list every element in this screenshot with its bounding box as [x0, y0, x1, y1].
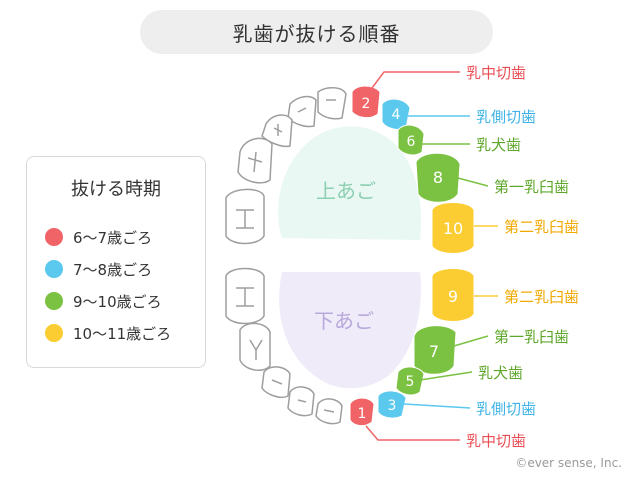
- tooth-mark: [297, 107, 307, 113]
- tooth-number: 1: [358, 406, 367, 422]
- tooth-number: 5: [406, 374, 415, 390]
- upper-jaw-label: 上あご: [316, 179, 376, 203]
- title-banner: 乳歯が抜ける順番: [140, 10, 493, 54]
- legend-item-6-7: 6～7歳ごろ: [45, 225, 152, 249]
- tooth-name-label: 乳中切歯: [466, 64, 526, 82]
- upper-central-incisor: [351, 85, 381, 119]
- upper-first-molar: [415, 152, 461, 203]
- tooth-name-label: 乳犬歯: [476, 136, 521, 154]
- tooth-name-label: 第一乳臼歯: [494, 178, 569, 196]
- legend-swatch: [45, 260, 63, 278]
- tooth-name-label: 第一乳臼歯: [494, 328, 569, 346]
- lower-lateral-incisor: [377, 390, 407, 419]
- legend-item-9-10: 9～10歳ごろ: [45, 289, 162, 313]
- tooth-number: 6: [407, 134, 416, 150]
- tooth-mark: [297, 399, 307, 403]
- tooth-mark: [271, 379, 283, 385]
- tooth-name-label: 第二乳臼歯: [504, 218, 579, 236]
- upper-palate: [278, 126, 422, 240]
- upper-left-incisor-1: [317, 87, 347, 120]
- legend: 抜ける時期 6～7歳ごろ 7～8歳ごろ 9～10歳ごろ 10～11歳ごろ: [26, 156, 206, 368]
- tooth-number: 10: [443, 219, 463, 238]
- tooth-mark: [247, 151, 263, 173]
- leader-line: [365, 425, 460, 441]
- lower-canine: [395, 366, 425, 396]
- tooth-mark: [273, 124, 283, 136]
- lower-jaw-label: 下あご: [314, 309, 374, 333]
- lower-left-molar-1: [239, 322, 271, 372]
- diagram-title: 乳歯が抜ける順番: [232, 21, 401, 46]
- tooth-number: 8: [433, 168, 443, 187]
- tooth-name-label: 乳側切歯: [476, 400, 536, 418]
- legend-swatch: [45, 292, 63, 310]
- legend-swatch: [45, 228, 63, 246]
- leader-line: [371, 71, 460, 89]
- tooth-number: 7: [429, 342, 439, 361]
- tooth-mark: [323, 409, 335, 413]
- leader-line: [403, 403, 471, 409]
- tooth-mark: [249, 339, 263, 360]
- legend-label: 6～7歳ごろ: [73, 228, 153, 247]
- legend-swatch: [45, 324, 63, 342]
- tooth-number: 4: [392, 107, 401, 123]
- leader-line: [419, 371, 473, 381]
- upper-second-molar: [431, 202, 475, 254]
- legend-item-7-8: 7～8歳ごろ: [45, 257, 152, 281]
- tooth-name-label: 乳中切歯: [466, 432, 526, 450]
- lower-second-molar: [431, 268, 475, 322]
- tooth-name-label: 乳犬歯: [478, 364, 523, 382]
- legend-item-10-11: 10～11歳ごろ: [45, 321, 171, 345]
- tooth-number: 9: [448, 287, 458, 306]
- legend-label: 10～11歳ごろ: [73, 324, 172, 343]
- legend-title: 抜ける時期: [71, 179, 161, 200]
- tooth-number: 2: [362, 96, 371, 112]
- leader-line: [453, 335, 489, 347]
- lower-palate: [279, 272, 421, 389]
- legend-label: 7～8歳ごろ: [73, 260, 153, 279]
- lower-central-incisor: [349, 397, 375, 427]
- copyright-credit: ©ever sense, Inc.: [515, 456, 622, 470]
- tooth-number: 3: [388, 398, 397, 414]
- upper-canine: [397, 124, 425, 156]
- leader-line: [457, 177, 489, 187]
- legend-label: 9～10歳ごろ: [73, 292, 162, 311]
- tooth-name-label: 第二乳臼歯: [504, 288, 579, 306]
- tooth-mark: [236, 209, 254, 229]
- tooth-name-label: 乳側切歯: [476, 108, 536, 126]
- tooth-mark: [236, 287, 254, 307]
